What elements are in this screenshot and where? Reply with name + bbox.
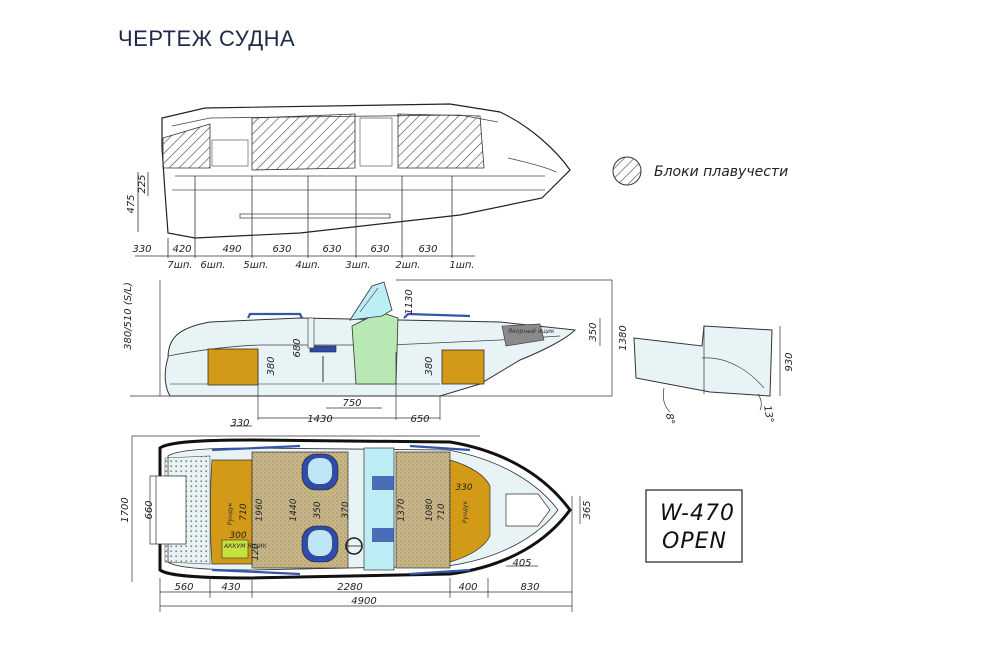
plan-1370: 1370 [397,498,407,521]
page-title: ЧЕРТЕЖ СУДНА [118,26,296,51]
locker-right-label: Рундук [462,500,469,523]
section-930: 930 [784,352,795,371]
dim-630-b: 630 [322,244,341,255]
profile-350: 350 [588,322,599,341]
frame-7: 7шп. [167,260,192,271]
plan-1440: 1440 [289,498,299,521]
profile-view: Якорный ящик 380/510 (S/L) 680 380 380 1… [123,279,629,425]
side-view: 475 225 330 420 490 630 630 630 630 7шп.… [126,103,571,271]
plan-120: 120 [251,543,261,560]
profile-1380: 1380 [618,325,629,350]
anchor-box-label: Якорный ящик [507,328,555,335]
plan-365: 365 [582,500,593,519]
plan-1960: 1960 [255,498,265,521]
model-label-box: W-470 OPEN [645,489,743,563]
plan-830: 830 [520,582,539,593]
profile-650: 650 [410,414,429,425]
model-name: W-470 [660,501,735,526]
plan-330-right: 330 [455,483,472,493]
dim-330: 330 [132,244,151,255]
plan-2280: 2280 [337,582,362,593]
windshield [349,281,393,321]
frame-5: 5шп. [243,260,268,271]
flotation-block [397,113,485,169]
plan-330-top: 330 [230,418,249,429]
locker-left-label: Рундук [227,502,234,525]
plan-370: 370 [341,501,351,518]
plan-view: АККУМ ЯЩИК Рундук Рундук 1700 660 330 33… [120,418,593,612]
plan-560: 560 [174,582,193,593]
anchor-box [501,323,545,347]
dim-420: 420 [172,244,191,255]
plan-710-a: 710 [239,503,249,520]
battery-box [221,539,249,559]
plan-710-b: 710 [437,503,447,520]
frame-4: 4шп. [295,260,320,271]
dim-490: 490 [222,244,241,255]
flotation-block [251,113,356,171]
height-225-label: 225 [137,174,148,193]
seat-block [441,349,485,385]
legend-hatch-swatch [612,156,642,186]
driver-seat [309,345,337,353]
frame-1: 1шп. [449,260,474,271]
profile-1430: 1430 [307,414,332,425]
plan-350: 350 [313,501,323,518]
plan-stern-660: 660 [144,500,155,519]
profile-1130: 1130 [404,289,415,314]
legend: Блоки плавучести [612,156,788,186]
plan-1080: 1080 [425,498,435,521]
legend-label: Блоки плавучести [654,164,788,180]
model-variant: OPEN [662,529,727,554]
rear-seat [210,459,253,565]
windshield-band [363,447,395,571]
profile-750: 750 [342,398,361,409]
dim-630-d: 630 [418,244,437,255]
plan-430: 430 [221,582,240,593]
profile-680: 680 [292,338,303,357]
plan-width-1700: 1700 [120,497,131,522]
section-hull [633,325,773,397]
plan-400: 400 [458,582,477,593]
console [351,311,399,385]
angle-13: 13° [761,405,775,424]
profile-380-a: 380 [266,356,277,375]
flotation-block [162,123,211,169]
bow-seat [449,459,491,563]
profile-380-b: 380 [424,356,435,375]
profile-left-height: 380/510 (S/L) [123,282,134,350]
seat-block [207,348,259,386]
dim-630-a: 630 [272,244,291,255]
plan-405: 405 [512,558,531,569]
height-475-label: 475 [126,194,137,213]
frame-3: 3шп. [345,260,370,271]
angle-8: 8° [663,413,676,426]
frame-2: 2шп. [395,260,420,271]
battery-box-label: АККУМ ЯЩИК [223,543,268,550]
dim-630-c: 630 [370,244,389,255]
plan-total-4900: 4900 [351,596,376,607]
cross-section: 930 8° 13° [633,325,795,426]
frame-6: 6шп. [200,260,225,271]
plan-300: 300 [229,531,246,541]
